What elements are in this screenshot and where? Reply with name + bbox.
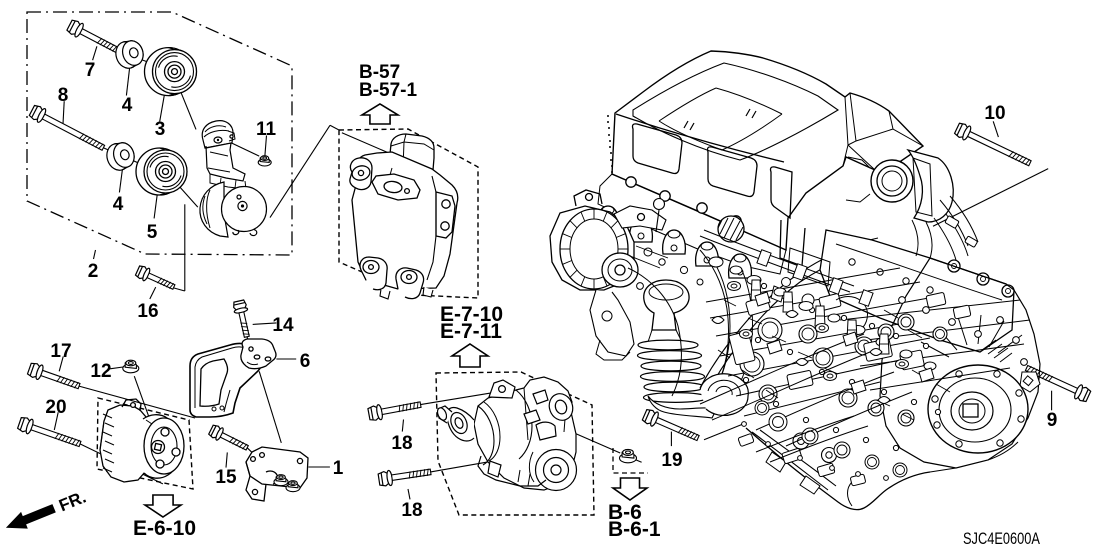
svg-text:12: 12 xyxy=(90,361,111,382)
svg-text:B-6-1: B-6-1 xyxy=(608,518,661,541)
svg-text:11: 11 xyxy=(256,119,277,140)
svg-text:19: 19 xyxy=(661,450,682,471)
svg-text:4: 4 xyxy=(113,194,124,215)
svg-text:2: 2 xyxy=(88,261,99,282)
svg-text:SJC4E0600A: SJC4E0600A xyxy=(963,530,1040,548)
svg-text:B-6: B-6 xyxy=(608,501,642,524)
svg-text:E-7-10: E-7-10 xyxy=(440,303,503,326)
svg-text:17: 17 xyxy=(50,341,71,362)
svg-text:1: 1 xyxy=(333,458,344,479)
svg-text:20: 20 xyxy=(45,397,66,418)
svg-text:8: 8 xyxy=(58,85,69,106)
svg-text:10: 10 xyxy=(984,103,1005,124)
svg-text:18: 18 xyxy=(391,433,412,454)
svg-text:3: 3 xyxy=(155,119,166,140)
svg-text:4: 4 xyxy=(122,95,133,116)
svg-text:7: 7 xyxy=(85,60,96,81)
svg-text:6: 6 xyxy=(300,351,311,372)
svg-text:18: 18 xyxy=(401,500,422,521)
svg-text:5: 5 xyxy=(147,222,158,243)
svg-text:9: 9 xyxy=(1047,410,1058,431)
svg-text:15: 15 xyxy=(215,467,237,488)
svg-text:14: 14 xyxy=(272,315,294,336)
svg-text:B-57-1: B-57-1 xyxy=(359,80,418,101)
svg-text:E-6-10: E-6-10 xyxy=(133,517,196,540)
svg-text:B-57: B-57 xyxy=(359,62,400,83)
svg-text:16: 16 xyxy=(137,301,158,322)
svg-text:E-7-11: E-7-11 xyxy=(440,320,502,343)
